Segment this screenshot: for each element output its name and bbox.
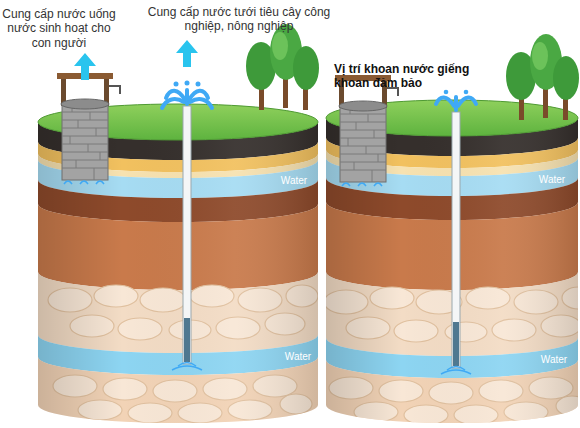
drilled-well: [436, 90, 476, 374]
usage-caption: Cung cấp nước uống nước sinh hoạt cho co…: [0, 7, 118, 50]
trees: [506, 34, 579, 120]
pipe-screen: [184, 318, 190, 362]
drilled-well: [162, 81, 212, 371]
water-label: Water: [530, 174, 574, 186]
location-caption: Vị trí khoan nước giếng khoan đảm bảo: [334, 62, 472, 91]
pipe-splash: [441, 367, 471, 375]
water-drop: [196, 82, 201, 87]
well-pipe: [452, 112, 460, 368]
well-crank: [109, 86, 120, 94]
fountain-jet: [436, 97, 454, 106]
water-drop: [464, 90, 469, 95]
water-fountain: [436, 97, 476, 110]
fountain-jet: [162, 99, 184, 108]
pipe-screen: [453, 322, 459, 366]
water-fountain: [162, 90, 212, 108]
trees: [246, 24, 319, 110]
dug-well: [57, 73, 120, 184]
water-label: Water: [272, 175, 316, 187]
tree-crown: [293, 46, 319, 90]
well-water-mark: [64, 181, 104, 184]
up-arrow: [74, 53, 96, 80]
well-rim: [61, 99, 109, 109]
brick-lines: [62, 104, 108, 180]
soil-cylinder: [38, 104, 318, 423]
well-pipe: [183, 106, 191, 364]
fountain-jet: [190, 99, 212, 108]
dug-well: [335, 75, 398, 186]
well-body: [62, 104, 108, 180]
water-label: Water: [532, 354, 576, 366]
water-label: Water: [278, 351, 318, 363]
water-drop: [444, 90, 449, 95]
water-drop: [185, 81, 190, 86]
fountain-jet: [458, 97, 476, 106]
water-drop: [174, 82, 179, 87]
tree-crown: [272, 32, 288, 60]
pipe-splash: [172, 363, 202, 371]
up-arrow: [176, 40, 198, 67]
usage-caption: Cung cấp nước tưới tiêu cây công nghiệp,…: [146, 5, 332, 34]
